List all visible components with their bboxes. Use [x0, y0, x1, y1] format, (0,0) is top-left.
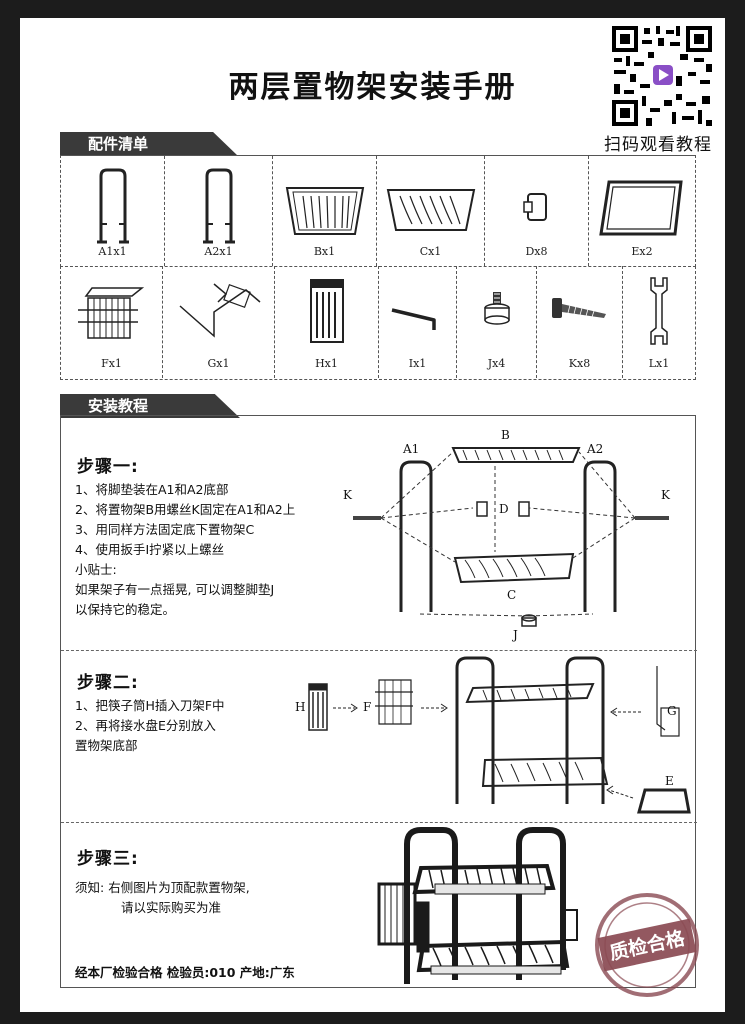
part-label: A2x1 — [165, 245, 272, 258]
label-a2: A2 — [587, 442, 603, 456]
label-h: H — [295, 700, 305, 714]
chopstick-holder-icon — [307, 276, 347, 346]
part-b: Bx1 — [273, 156, 377, 266]
step3-product-image — [351, 820, 581, 986]
wrench-icon — [647, 276, 671, 346]
step3-note-line1: 右侧图片为顶配款置物架, — [108, 880, 249, 895]
label-g: G — [667, 704, 677, 718]
label-k-left: K — [343, 488, 352, 502]
knife-rack-icon — [72, 276, 152, 346]
step2-diagram: H F G E — [261, 654, 691, 818]
inspection-footer: 经本厂检验合格 检验员:010 产地:广东 — [75, 962, 295, 981]
part-label: Gx1 — [163, 357, 274, 370]
part-label: Lx1 — [623, 357, 695, 370]
part-label: Fx1 — [61, 357, 162, 370]
accessory-assembly-diagram — [261, 654, 691, 818]
side-frame-a1-icon — [93, 166, 133, 246]
part-label: Bx1 — [273, 245, 376, 258]
part-label: Dx8 — [485, 245, 588, 258]
step2-instructions: 1、把筷子筒H插入刀架F中 2、再将接水盘E分别放入 置物架底部 — [75, 696, 275, 756]
step3-note-prefix: 须知: — [75, 880, 104, 895]
foot-pad-icon — [482, 290, 512, 330]
parts-section-tab: 配件清单 — [60, 132, 238, 156]
qr-caption: 扫码观看教程 — [588, 130, 725, 155]
part-i: Ix1 — [379, 266, 457, 378]
part-label: Ix1 — [379, 357, 456, 370]
quality-seal-icon: 质检合格 — [592, 890, 702, 1000]
part-label: Cx1 — [377, 245, 484, 258]
rack-exploded-diagram — [323, 422, 693, 642]
label-f: F — [363, 700, 371, 714]
manual-sheet: 两层置物架安装手册 — [20, 18, 725, 1012]
part-a1: A1x1 — [61, 156, 165, 266]
label-k-right: K — [661, 488, 670, 502]
step1-title: 步骤一: — [77, 452, 139, 477]
step2-line: 2、再将接水盘E分别放入 — [75, 716, 275, 736]
label-j: J — [513, 628, 518, 642]
part-f: Fx1 — [61, 266, 163, 378]
part-label: Kx8 — [537, 357, 622, 370]
qr-code[interactable] — [610, 24, 714, 128]
part-e: Ex2 — [589, 156, 695, 266]
quality-stamp: 质检合格 — [592, 890, 702, 1000]
part-label: Jx4 — [457, 357, 536, 370]
part-g: Gx1 — [163, 266, 275, 378]
label-a1: A1 — [403, 442, 419, 456]
step1-diagram: B A1 A2 K K D C J — [323, 422, 693, 642]
parts-row-1: A1x1 A2x1 Bx1 — [60, 155, 696, 267]
part-k: Kx8 — [537, 266, 623, 378]
label-c: C — [507, 588, 516, 602]
step2-line: 1、把筷子筒H插入刀架F中 — [75, 696, 275, 716]
connector-cap-icon — [522, 190, 552, 224]
part-label: Hx1 — [275, 357, 378, 370]
part-a2: A2x1 — [165, 156, 273, 266]
step-divider — [61, 650, 697, 651]
product-rack-photo — [351, 820, 581, 986]
screw-icon — [550, 294, 610, 324]
step3-title: 步骤三: — [77, 844, 139, 869]
label-d: D — [499, 502, 509, 516]
parts-row-2: Fx1 Gx1 Hx1 Ix1 — [60, 266, 696, 380]
allen-key-icon — [388, 302, 448, 332]
step3-note: 须知: 右侧图片为顶配款置物架, 请以实际购买为准 — [75, 878, 355, 918]
part-c: Cx1 — [377, 156, 485, 266]
label-b: B — [501, 428, 510, 442]
qr-code-image — [610, 24, 714, 128]
part-d: Dx8 — [485, 156, 589, 266]
upper-rack-icon — [283, 182, 367, 242]
side-frame-a2-icon — [199, 166, 239, 246]
step3-note-line2: 请以实际购买为准 — [75, 898, 355, 918]
step2-line: 置物架底部 — [75, 736, 275, 756]
lower-rack-icon — [386, 186, 476, 236]
part-label: A1x1 — [61, 245, 164, 258]
part-l: Lx1 — [623, 266, 695, 378]
step2-title: 步骤二: — [77, 668, 139, 693]
drip-tray-icon — [597, 178, 687, 238]
part-label: Ex2 — [589, 245, 695, 258]
label-e: E — [665, 774, 674, 788]
hook-icon — [174, 276, 264, 346]
part-j: Jx4 — [457, 266, 537, 378]
part-h: Hx1 — [275, 266, 379, 378]
